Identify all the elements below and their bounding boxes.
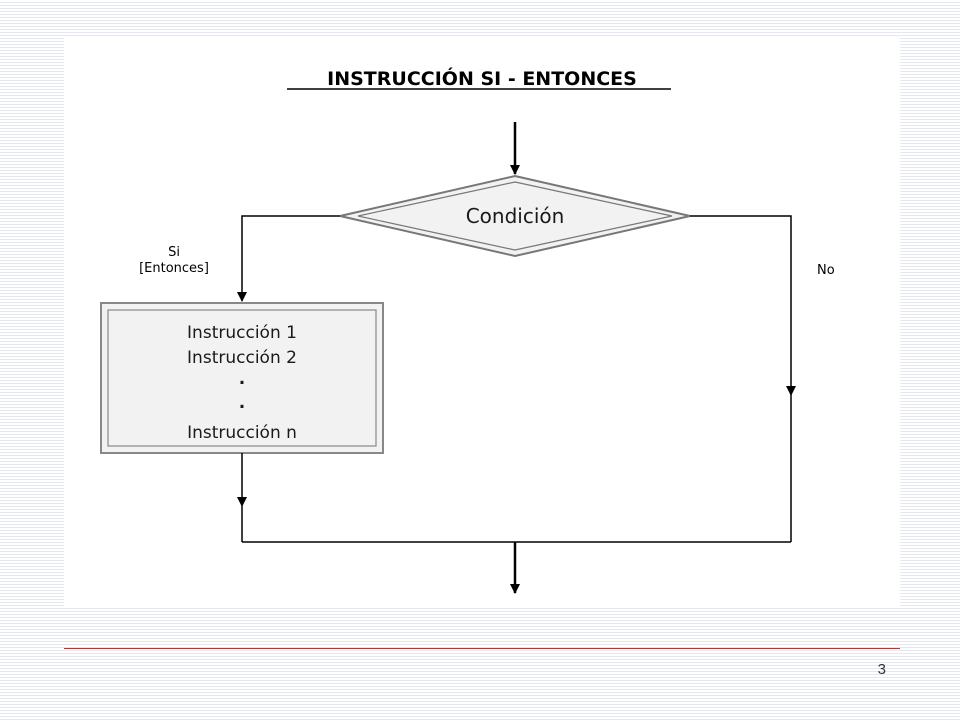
no-branch-line (690, 215, 796, 396)
process-block-inner (107, 309, 377, 447)
block-line-3: . (239, 369, 245, 389)
decision-diamond (339, 174, 691, 258)
block-line-5: Instrucción n (187, 423, 297, 443)
yes-label-line1: Si (168, 245, 180, 260)
decision-label: Condición (466, 204, 565, 228)
flowchart-diagram: INSTRUCCIÓN SI - ENTONCES Condición Si [… (100, 66, 835, 594)
decision-diamond-inner (357, 181, 673, 251)
page-number: 3 (877, 661, 886, 678)
block-line-1: Instrucción 1 (187, 323, 297, 343)
no-label: No (817, 263, 835, 278)
block-line-4: . (239, 393, 245, 413)
slide-panel: INSTRUCCIÓN SI - ENTONCES Condición Si [… (64, 36, 900, 606)
yes-branch-line (237, 215, 340, 302)
diagram-title: INSTRUCCIÓN SI - ENTONCES (327, 66, 637, 90)
yes-label-line2: [Entonces] (139, 261, 209, 276)
process-block (100, 302, 384, 454)
footer-rule (64, 648, 900, 649)
block-line-2: Instrucción 2 (187, 348, 297, 368)
